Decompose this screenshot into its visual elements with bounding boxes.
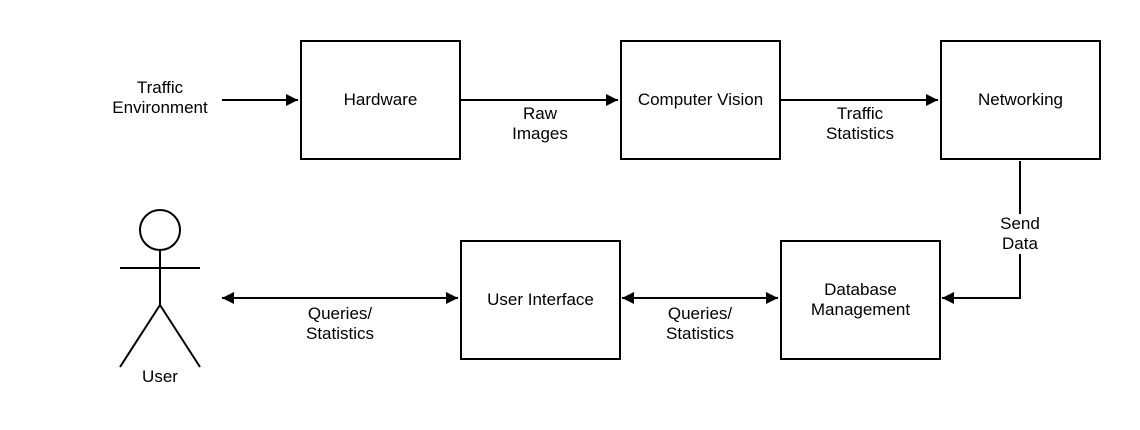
- send-data-edge-label: Send Data: [975, 214, 1065, 254]
- traffic-environment-label: Traffic Environment: [112, 78, 208, 117]
- user-actor-icon: [119, 209, 201, 368]
- networking-label: Networking: [977, 90, 1064, 109]
- traffic-statistics-edge-label: Traffic Statistics: [825, 104, 895, 143]
- computer-vision-box: Computer Vision: [620, 40, 781, 160]
- arrow-networking-to-database: [942, 161, 1021, 304]
- queries-statistics-ui-user-edge-label: Queries/ Statistics: [305, 304, 375, 343]
- computer-vision-label: Computer Vision: [637, 90, 764, 109]
- user-actor-label: User: [142, 367, 178, 386]
- hardware-box: Hardware: [300, 40, 461, 160]
- queries-statistics-db-ui-edge-label: Queries/ Statistics: [665, 304, 735, 343]
- raw-images-edge-label: Raw Images: [512, 104, 568, 143]
- database-management-box: Database Management: [780, 240, 941, 360]
- user-interface-label: User Interface: [487, 290, 594, 309]
- user-interface-box: User Interface: [460, 240, 621, 360]
- hardware-label: Hardware: [343, 90, 418, 109]
- database-management-label: Database Management: [810, 280, 911, 319]
- networking-box: Networking: [940, 40, 1101, 160]
